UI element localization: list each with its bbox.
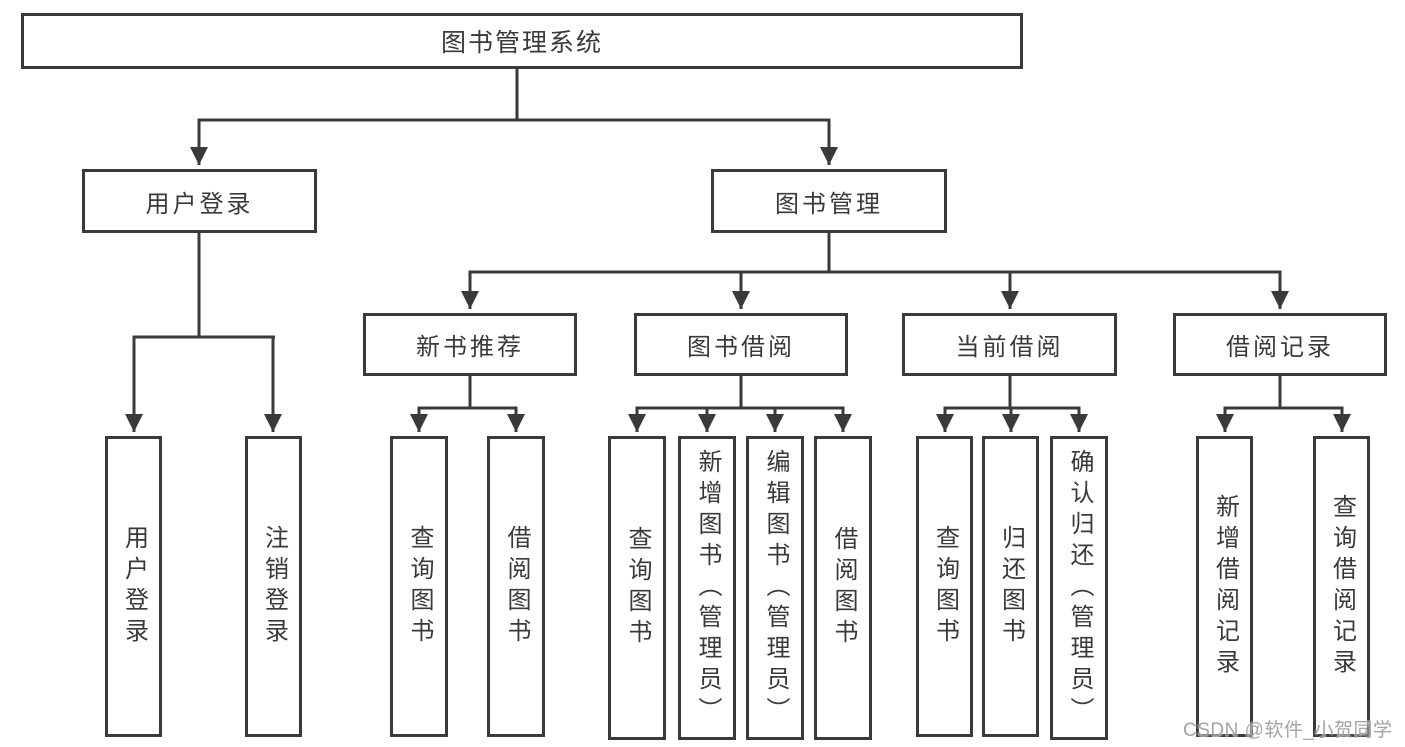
node-label: 用户登录 xyxy=(120,524,148,649)
node-current-borrowing: 当前借阅 xyxy=(902,313,1117,376)
node-label: 借阅图书 xyxy=(503,524,530,649)
node-label: 查询借阅记录 xyxy=(1328,493,1356,680)
node-cb-query-books: 查询图书 xyxy=(916,436,973,737)
node-br-query-record: 查询借阅记录 xyxy=(1313,436,1370,737)
node-nbr-borrow-books: 借阅图书 xyxy=(487,436,545,737)
node-label: 查询图书 xyxy=(931,524,959,649)
node-borrowing-records: 借阅记录 xyxy=(1173,313,1387,376)
node-label: 新增图书（管理员） xyxy=(694,448,721,728)
node-bb-query-books: 查询图书 xyxy=(608,436,666,740)
node-book-management: 图书管理 xyxy=(711,169,947,233)
node-cb-return-books: 归还图书 xyxy=(982,436,1039,737)
node-user-login: 用户登录 xyxy=(82,169,317,233)
node-label: 新书推荐 xyxy=(416,334,524,361)
node-label: 借阅图书 xyxy=(830,526,857,650)
node-label: 用户登录 xyxy=(145,190,254,218)
csdn-watermark: CSDN @软件_小贺同学 xyxy=(1183,720,1393,741)
node-cb-confirm-return-admin: 确认归还（管理员） xyxy=(1050,436,1108,740)
node-label: 查询图书 xyxy=(624,526,651,650)
node-library-system: 图书管理系统 xyxy=(21,13,1023,69)
node-label: 当前借阅 xyxy=(955,334,1064,361)
node-user-login-leaf: 用户登录 xyxy=(105,436,162,737)
node-label: 确认归还（管理员） xyxy=(1066,448,1093,728)
node-bb-borrow-books: 借阅图书 xyxy=(814,436,872,740)
node-bb-add-books-admin: 新增图书（管理员） xyxy=(678,436,736,740)
node-book-borrowing: 图书借阅 xyxy=(634,313,848,376)
node-label: 图书借阅 xyxy=(687,334,795,361)
node-label: 新增借阅记录 xyxy=(1211,493,1239,680)
node-label: 图书管理 xyxy=(775,190,883,218)
node-label: 注销登录 xyxy=(260,524,288,649)
node-label: 查询图书 xyxy=(406,524,433,649)
node-label: 图书管理系统 xyxy=(440,29,603,57)
node-nbr-query-books: 查询图书 xyxy=(390,436,448,737)
node-label: 归还图书 xyxy=(997,524,1025,649)
node-logout: 注销登录 xyxy=(245,436,302,737)
node-bb-edit-books-admin: 编辑图书（管理员） xyxy=(746,436,804,740)
node-label: 编辑图书（管理员） xyxy=(762,448,789,728)
node-label: 借阅记录 xyxy=(1226,334,1334,361)
node-new-book-recommend: 新书推荐 xyxy=(363,313,577,376)
node-br-add-record: 新增借阅记录 xyxy=(1196,436,1253,737)
